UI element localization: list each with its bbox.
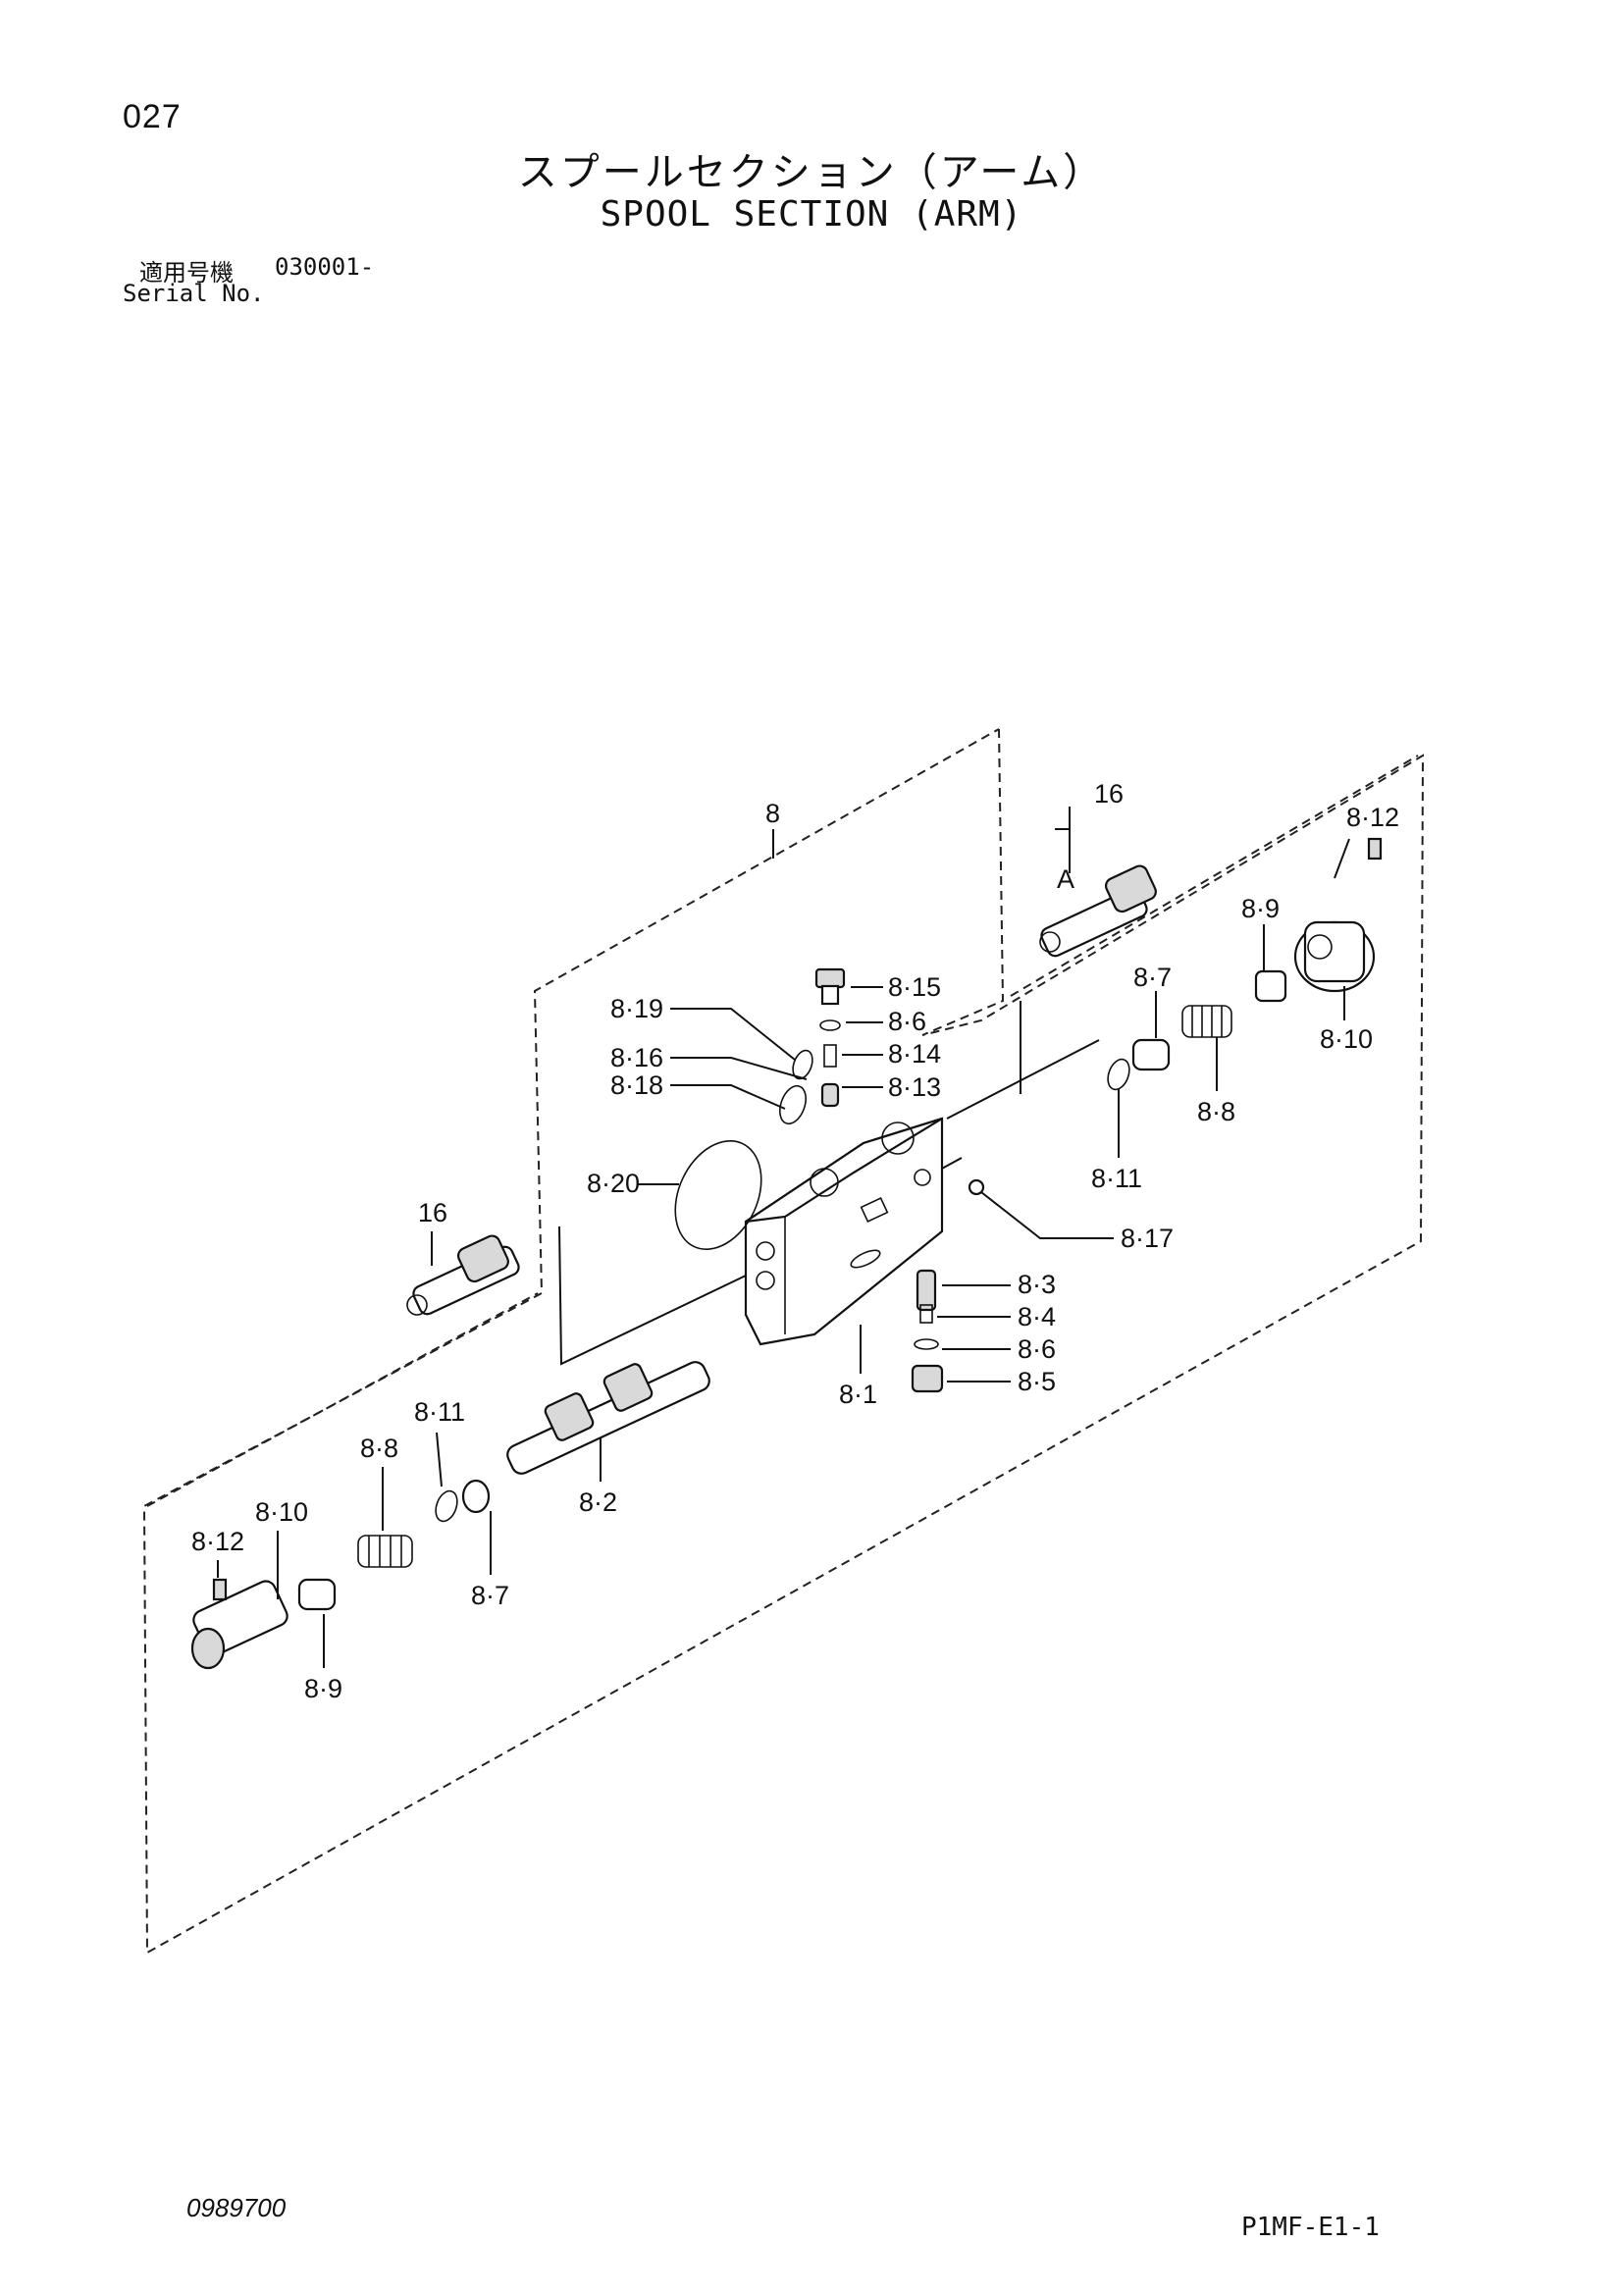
callout-8-9-top: 8·9 [1241,894,1280,923]
o-ring-8-11-top-part [1107,1058,1130,1091]
leader-8-16 [670,1057,808,1080]
o-ring-8-6-bottom-part [914,1338,939,1350]
callout-8-1: 8·1 [839,1380,877,1409]
spring-seat-8-9-top-part [1254,969,1287,1003]
callout-8-2: 8·2 [579,1487,617,1517]
callout-8-17: 8·17 [1121,1224,1174,1253]
leader-16-top [1055,807,1071,830]
title-english: SPOOL SECTION (ARM) [600,194,1023,235]
callout-8-16: 8·16 [610,1043,663,1072]
leader-8-19 [670,1008,796,1061]
bolt-8-12-top-part [1367,837,1383,861]
spring-8-8-top-part [1181,1005,1232,1038]
relief-valve-left-part [406,1234,520,1316]
assembly-boundary-outline [142,728,1425,1955]
callout-8-9-bottom: 8·9 [304,1674,342,1703]
page-code: P1MF-E1-1 [1241,2213,1380,2242]
plug-8-5-part [911,1364,944,1393]
serial-label-japanese: 適用号機 [139,260,234,287]
callout-8-3: 8·3 [1018,1270,1056,1299]
o-ring-large-part [674,1139,762,1251]
plug-8-17-part [968,1178,985,1196]
callout-8-15: 8·15 [888,972,941,1002]
document-code: 0989700 [186,2193,287,2222]
serial-value: 030001- [275,253,375,281]
callout-8-12-bottom: 8·12 [191,1527,244,1556]
o-ring-8-11-bottom-part [435,1489,458,1523]
poppet-part [820,1082,840,1108]
valve-16-top-boundary [1010,755,1419,997]
screw-8-3-part [916,1269,937,1312]
spool-part [506,1361,710,1475]
boundary-left-edge [146,1292,539,1507]
cap-8-10-bottom-part [190,1580,288,1670]
spring-seat-8-7-top-part [1131,1038,1171,1071]
leader-8-17 [980,1191,1114,1239]
callout-8-19: 8·19 [610,994,663,1023]
valve-body-part [744,1117,944,1346]
leader-8-12-top [1334,838,1350,879]
plug-part [814,967,846,1006]
cap-8-10-top-part [1293,920,1376,993]
callout-16-top: 16 [1094,779,1124,809]
callout-a-mark: A [1057,864,1074,894]
callout-8-12-top: 8·12 [1346,803,1399,832]
o-ring-tiny-part [792,1049,813,1080]
spring-8-8-bottom-part [357,1535,413,1568]
callout-8-6-bottom: 8·6 [1018,1334,1056,1364]
spool-axis-line-top [946,1039,1100,1120]
callout-8-6-top: 8·6 [888,1007,926,1036]
callout-8-4: 8·4 [1018,1302,1056,1331]
o-ring-part [819,1019,841,1031]
callout-8-7-top: 8·7 [1133,963,1172,992]
callout-8-11-top: 8·11 [1091,1164,1142,1193]
system-line-left [558,1226,747,1366]
callout-8-8-top: 8·8 [1197,1097,1235,1126]
callout-8: 8 [765,799,780,828]
spring-part [823,1044,837,1068]
callout-8-5: 8·5 [1018,1367,1056,1396]
callout-8-18: 8·18 [610,1070,663,1100]
callout-8-10-bottom: 8·10 [255,1497,308,1527]
spring-8-4-part [919,1304,933,1324]
spring-seat-8-7-bottom-part [461,1479,491,1514]
callout-8-20: 8·20 [587,1169,640,1198]
callout-8-10-top: 8·10 [1320,1024,1373,1054]
callout-8-11-bottom: 8·11 [414,1397,465,1427]
callout-8-13: 8·13 [888,1072,941,1102]
title-japanese: スプールセクション（アーム） [517,151,1106,194]
callout-8-14: 8·14 [888,1039,941,1069]
callout-16-left: 16 [418,1198,447,1227]
relief-valve-top-part [1039,864,1157,958]
callout-8-8-bottom: 8·8 [360,1434,398,1463]
callout-8-7-bottom: 8·7 [471,1581,509,1610]
leader-8-11-bottom [436,1432,443,1487]
bolt-8-12-bottom-part [212,1578,228,1601]
leader-8-18 [670,1084,786,1110]
spring-seat-8-9-bottom-part [297,1578,337,1611]
o-ring-small-part [779,1084,807,1125]
page-number: 027 [123,98,182,135]
serial-label-english: Serial No. [123,280,265,307]
